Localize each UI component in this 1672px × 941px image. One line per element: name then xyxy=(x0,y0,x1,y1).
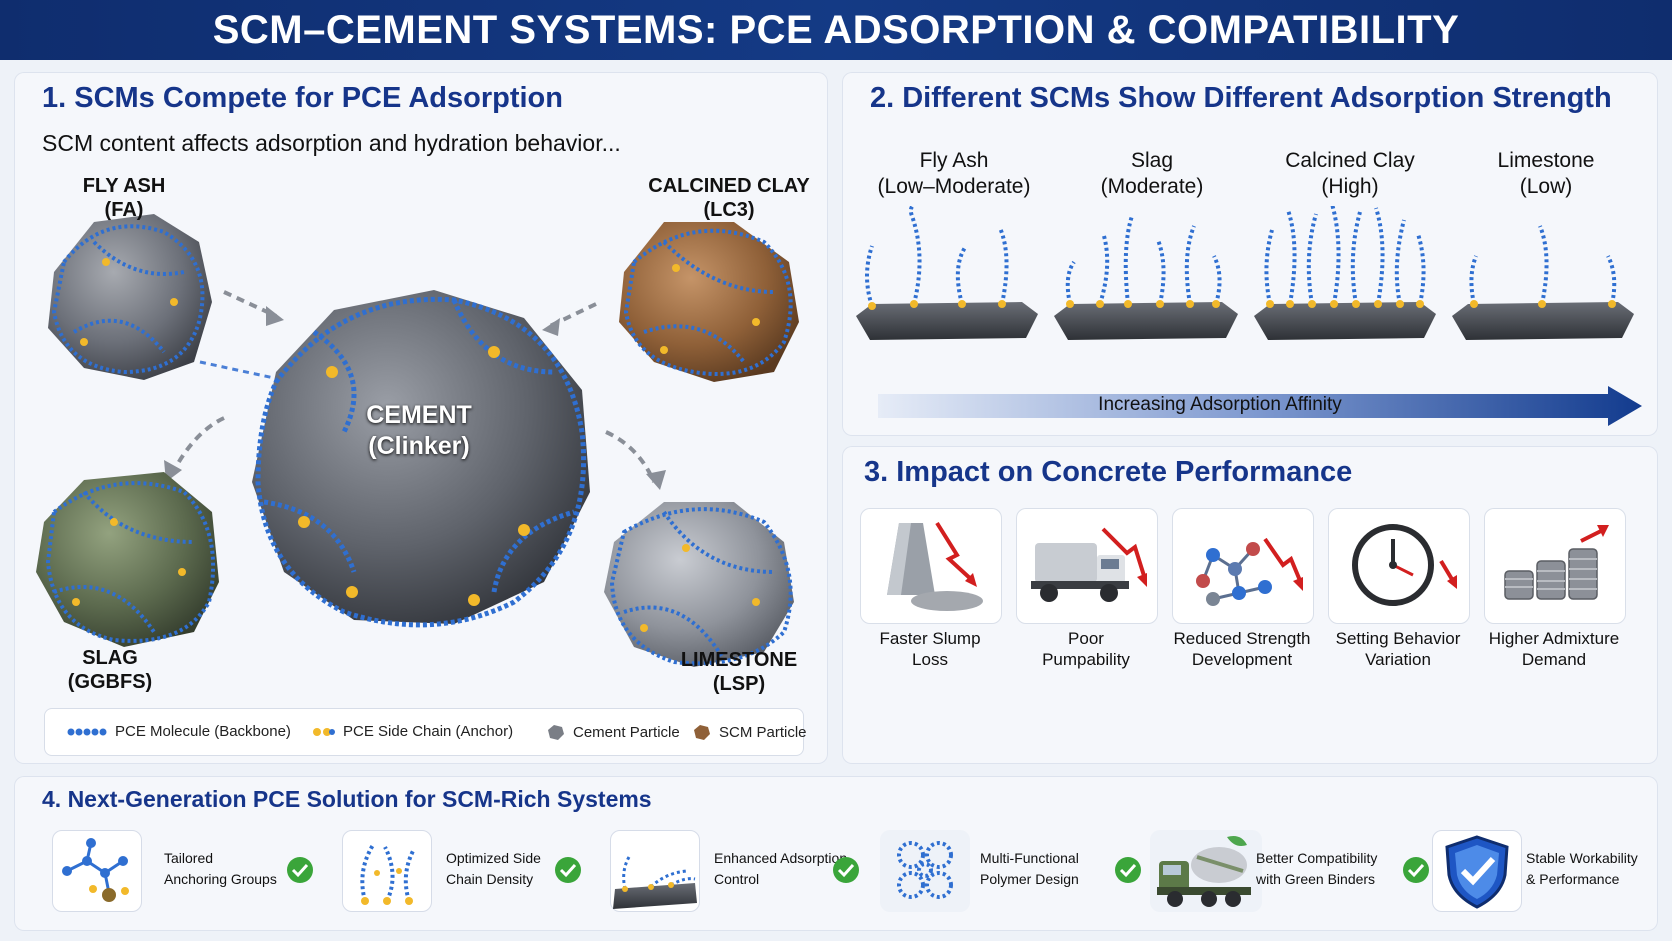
solution-stability-label: Stable Workability& Performance xyxy=(1526,850,1638,887)
polymer-network-icon xyxy=(897,841,953,899)
panel-adsorption-strength: 2. Different SCMs Show Different Adsorpt… xyxy=(842,72,1658,436)
clock-icon xyxy=(1352,524,1457,606)
cement-particle xyxy=(252,290,590,628)
anchor-molecule-icon xyxy=(62,838,129,902)
card-strength xyxy=(1172,508,1314,624)
limestone-particle xyxy=(604,502,794,667)
fly-ash-surface xyxy=(856,206,1038,340)
cement-label: CEMENT(Clinker) xyxy=(366,401,472,460)
concrete-truck-icon xyxy=(1031,527,1147,602)
panel-next-gen-pce: 4. Next-Generation PCE Solution for SCM-… xyxy=(14,776,1658,931)
column-calcined-clay: Calcined Clay(High) xyxy=(1285,149,1415,198)
green-mixer-truck-icon xyxy=(1157,836,1251,907)
card-pumpability xyxy=(1016,508,1158,624)
arrow-label: Increasing Adsorption Affinity xyxy=(1098,394,1342,415)
particle-diagram xyxy=(36,214,799,667)
calcined-clay-particle xyxy=(619,222,799,382)
column-limestone: Limestone(Low) xyxy=(1497,149,1595,198)
shield-check-icon xyxy=(1445,835,1509,909)
pce-anchor-icon xyxy=(313,727,335,736)
card-admixture xyxy=(1484,508,1626,624)
limestone-label: LIMESTONE(LSP) xyxy=(680,649,798,695)
panel-concrete-performance: 3. Impact on Concrete Performance xyxy=(842,446,1658,764)
fly-ash-particle xyxy=(48,214,212,380)
title-banner: SCM–CEMENT SYSTEMS: PCE ADSORPTION & COM… xyxy=(0,0,1672,60)
column-fly-ash: Fly Ash(Low–Moderate) xyxy=(877,149,1031,198)
legend-cement-particle: Cement Particle xyxy=(545,723,680,741)
side-chain-icon xyxy=(360,843,415,905)
column-slag: Slag(Moderate) xyxy=(1100,149,1204,198)
panel-scm-competition: 1. SCMs Compete for PCE Adsorption SCM c… xyxy=(14,72,828,764)
coin-stack-icon xyxy=(1504,525,1609,600)
fly-ash-label: FLY ASH(FA) xyxy=(82,175,166,221)
legend-pce-backbone: PCE Molecule (Backbone) xyxy=(67,723,291,740)
panel1-title: 1. SCMs Compete for PCE Adsorption xyxy=(42,82,563,114)
slag-surface xyxy=(1054,215,1238,340)
diagram-legend: PCE Molecule (Backbone) PCE Side Chain (… xyxy=(44,708,807,756)
check-icon xyxy=(1115,857,1141,883)
limestone-surface xyxy=(1452,225,1634,340)
card-setting xyxy=(1328,508,1470,624)
panel1-subtitle: SCM content affects adsorption and hydra… xyxy=(42,130,621,156)
solution-adsorption-box xyxy=(610,830,700,912)
calcined-clay-surface xyxy=(1254,206,1436,340)
solution-polymer-box xyxy=(880,830,970,912)
molecule-icon xyxy=(1196,537,1303,606)
slag-particle xyxy=(36,472,219,647)
scm-particle-icon xyxy=(694,725,710,740)
adsorption-surface-icon xyxy=(613,856,697,909)
slump-cone-icon xyxy=(887,521,983,611)
legend-scm-particle: SCM Particle xyxy=(691,723,807,741)
pce-backbone-icon xyxy=(67,728,107,735)
card-slump-loss xyxy=(860,508,1002,624)
check-icon xyxy=(555,857,581,883)
cement-particle-icon xyxy=(548,725,564,740)
solution-side-chain-box xyxy=(342,830,432,912)
solution-green-binders-box xyxy=(1150,830,1262,912)
panel2-title: 2. Different SCMs Show Different Adsorpt… xyxy=(870,82,1612,114)
check-icon xyxy=(1403,857,1429,883)
slag-label: SLAG(GGBFS) xyxy=(67,647,153,693)
legend-pce-side-chain: PCE Side Chain (Anchor) xyxy=(311,723,513,740)
calcined-clay-label: CALCINED CLAY(LC3) xyxy=(648,175,810,221)
panel4-title: 4. Next-Generation PCE Solution for SCM-… xyxy=(42,786,652,812)
adsorption-surfaces xyxy=(856,206,1634,340)
panel3-title: 3. Impact on Concrete Performance xyxy=(864,456,1353,488)
solution-anchoring-box xyxy=(52,830,142,912)
solution-stability-box xyxy=(1432,830,1522,912)
check-icon xyxy=(833,857,859,883)
check-icon xyxy=(287,857,313,883)
page-title: SCM–CEMENT SYSTEMS: PCE ADSORPTION & COM… xyxy=(212,7,1460,52)
adsorption-affinity-arrow: Increasing Adsorption Affinity xyxy=(878,386,1642,426)
